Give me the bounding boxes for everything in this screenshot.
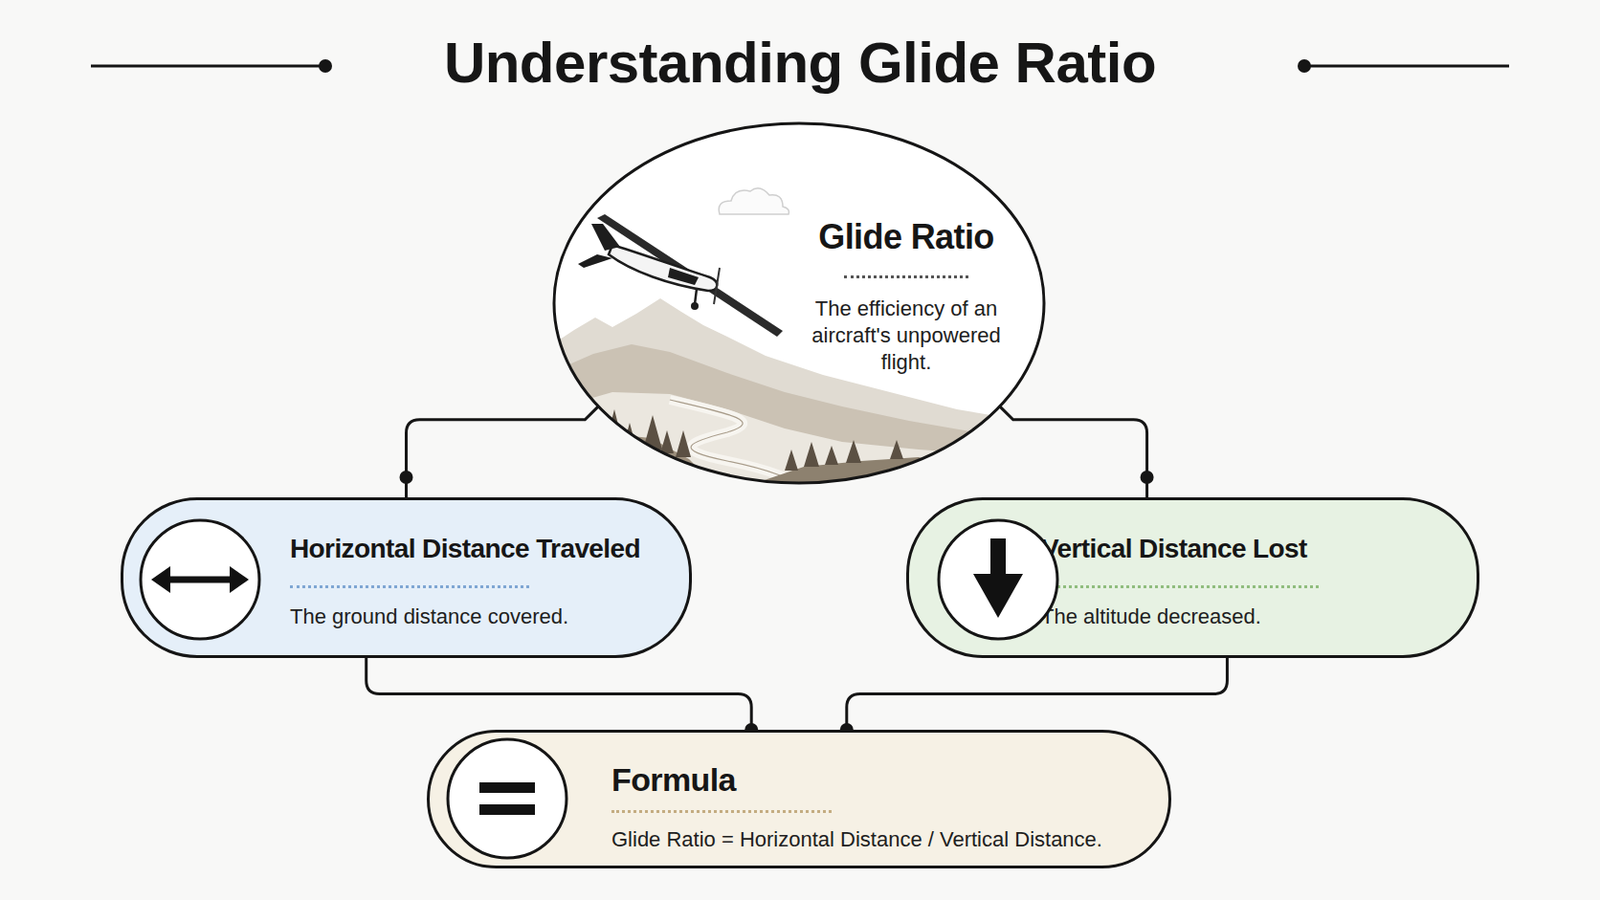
node-heading: Vertical Distance Lost bbox=[1041, 532, 1308, 567]
node-heading: Glide Ratio bbox=[818, 218, 994, 257]
hills bbox=[545, 344, 1053, 498]
plane-stabilizer bbox=[577, 254, 613, 268]
cloud bbox=[718, 188, 789, 215]
dotted-divider bbox=[844, 275, 969, 279]
dotted-divider bbox=[1041, 585, 1319, 589]
title-rule bbox=[1304, 65, 1510, 68]
landscape bbox=[545, 188, 1053, 498]
node-body: The ground distance covered. bbox=[289, 603, 569, 631]
airplane bbox=[577, 214, 783, 337]
rule-dot bbox=[318, 59, 333, 73]
wheel bbox=[690, 302, 699, 311]
info-pill: Vertical Distance LostThe altitude decre… bbox=[906, 497, 1480, 659]
node-body: Glide Ratio = Horizontal Distance / Vert… bbox=[611, 826, 1103, 854]
connector bbox=[846, 658, 1228, 731]
dotted-divider bbox=[611, 810, 832, 814]
junction-dot bbox=[1140, 470, 1155, 485]
trees bbox=[572, 409, 904, 471]
connector bbox=[366, 658, 752, 731]
plane-window bbox=[667, 267, 699, 286]
plane-fuselage bbox=[608, 244, 717, 291]
rule-dot bbox=[1297, 59, 1312, 73]
node-body: The efficiency of an aircraft's unpowere… bbox=[795, 295, 1018, 377]
foreground-slope bbox=[545, 432, 728, 498]
plane-wing bbox=[597, 214, 783, 337]
landing-gear bbox=[694, 288, 697, 305]
node-body: The altitude decreased. bbox=[1041, 603, 1262, 631]
diagram-title: Understanding Glide Ratio bbox=[0, 26, 1600, 100]
concept-oval: Glide RatioThe efficiency of an aircraft… bbox=[552, 121, 1046, 486]
node-heading: Formula bbox=[611, 760, 736, 800]
vertical-icon bbox=[938, 520, 1058, 640]
junction-dot bbox=[400, 470, 414, 485]
node-heading: Horizontal Distance Traveled bbox=[289, 532, 641, 567]
dotted-divider bbox=[289, 585, 530, 589]
title-rule bbox=[90, 65, 326, 68]
connector bbox=[406, 406, 600, 498]
horizontal-icon bbox=[140, 520, 260, 640]
info-pill: Horizontal Distance TraveledThe ground d… bbox=[120, 497, 692, 659]
connector bbox=[1000, 406, 1148, 498]
info-pill: FormulaGlide Ratio = Horizontal Distance… bbox=[426, 730, 1172, 869]
equals-icon bbox=[447, 739, 567, 859]
propeller bbox=[713, 267, 720, 305]
plane-tail bbox=[591, 223, 621, 251]
